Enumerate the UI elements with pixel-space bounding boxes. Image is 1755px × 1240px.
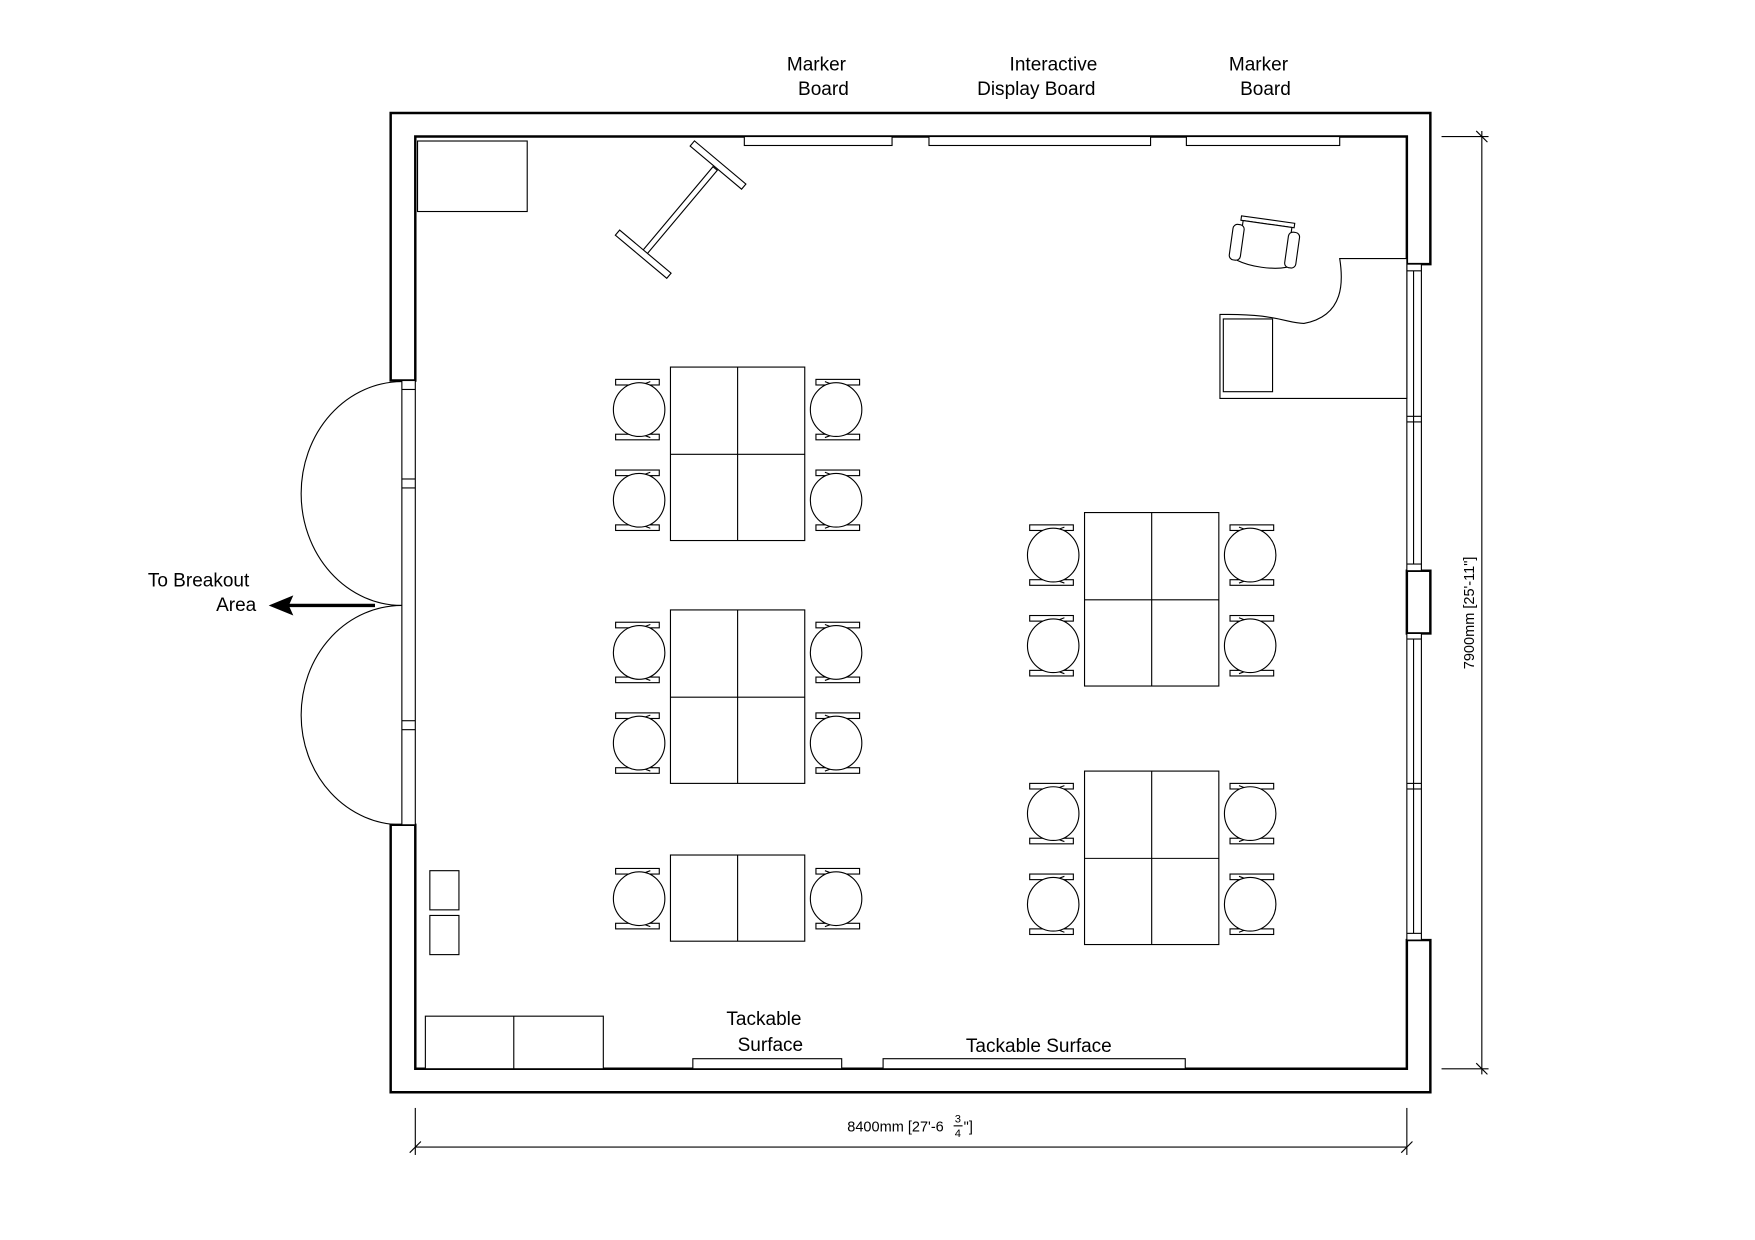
chair <box>1223 873 1277 936</box>
chair <box>1026 873 1080 936</box>
svg-text:4: 4 <box>955 1128 961 1140</box>
svg-text:3: 3 <box>955 1113 961 1125</box>
chair <box>1026 782 1080 845</box>
tackable-right-label: Tackable Surface <box>966 1036 1112 1057</box>
chair <box>1223 614 1277 677</box>
windows <box>1406 263 1422 941</box>
chair <box>612 469 666 532</box>
storage-box <box>429 914 460 956</box>
svg-text:7900mm [25'-11"]: 7900mm [25'-11"] <box>1462 557 1478 670</box>
table <box>1083 770 1220 946</box>
width-dimension: 8400mm [27'-6 3 4 "] <box>409 1107 1413 1155</box>
svg-text:8400mm [27'-6: 8400mm [27'-6 <box>847 1119 943 1135</box>
teacher-desk <box>1219 257 1408 399</box>
marker-board-left <box>743 135 893 147</box>
double-door[interactable] <box>300 379 416 826</box>
chair <box>612 712 666 774</box>
storage-unit <box>424 1015 604 1070</box>
chair <box>1223 782 1277 845</box>
interactive-display-board <box>928 135 1152 147</box>
table <box>669 854 806 942</box>
table <box>669 366 806 542</box>
bench <box>614 140 747 280</box>
chair <box>612 621 666 684</box>
breakout-arrow-icon <box>268 595 376 616</box>
table-group-e <box>1026 770 1277 946</box>
chair <box>809 867 863 930</box>
office-chair <box>1228 215 1301 269</box>
table <box>669 609 806 784</box>
chair <box>612 378 666 441</box>
tackable-surface-right <box>882 1058 1186 1070</box>
chair <box>1223 524 1277 586</box>
tackable-surface-left <box>692 1058 843 1070</box>
chair <box>1026 524 1080 586</box>
chair <box>1026 614 1080 677</box>
chair <box>809 469 863 532</box>
table-group-b <box>612 609 863 784</box>
chair <box>809 621 863 684</box>
marker-board-right <box>1185 135 1341 147</box>
chair <box>612 867 666 930</box>
height-dimension: 7900mm [25'-11"] <box>1441 130 1489 1075</box>
corner-cabinet <box>416 140 528 213</box>
table-group-d <box>1026 512 1277 687</box>
table-group-c <box>612 854 863 942</box>
table <box>1083 512 1220 687</box>
chair <box>809 712 863 774</box>
svg-text:"]: "] <box>964 1119 973 1135</box>
storage-box <box>429 870 460 911</box>
table-group-a <box>612 366 863 542</box>
chair <box>809 378 863 441</box>
